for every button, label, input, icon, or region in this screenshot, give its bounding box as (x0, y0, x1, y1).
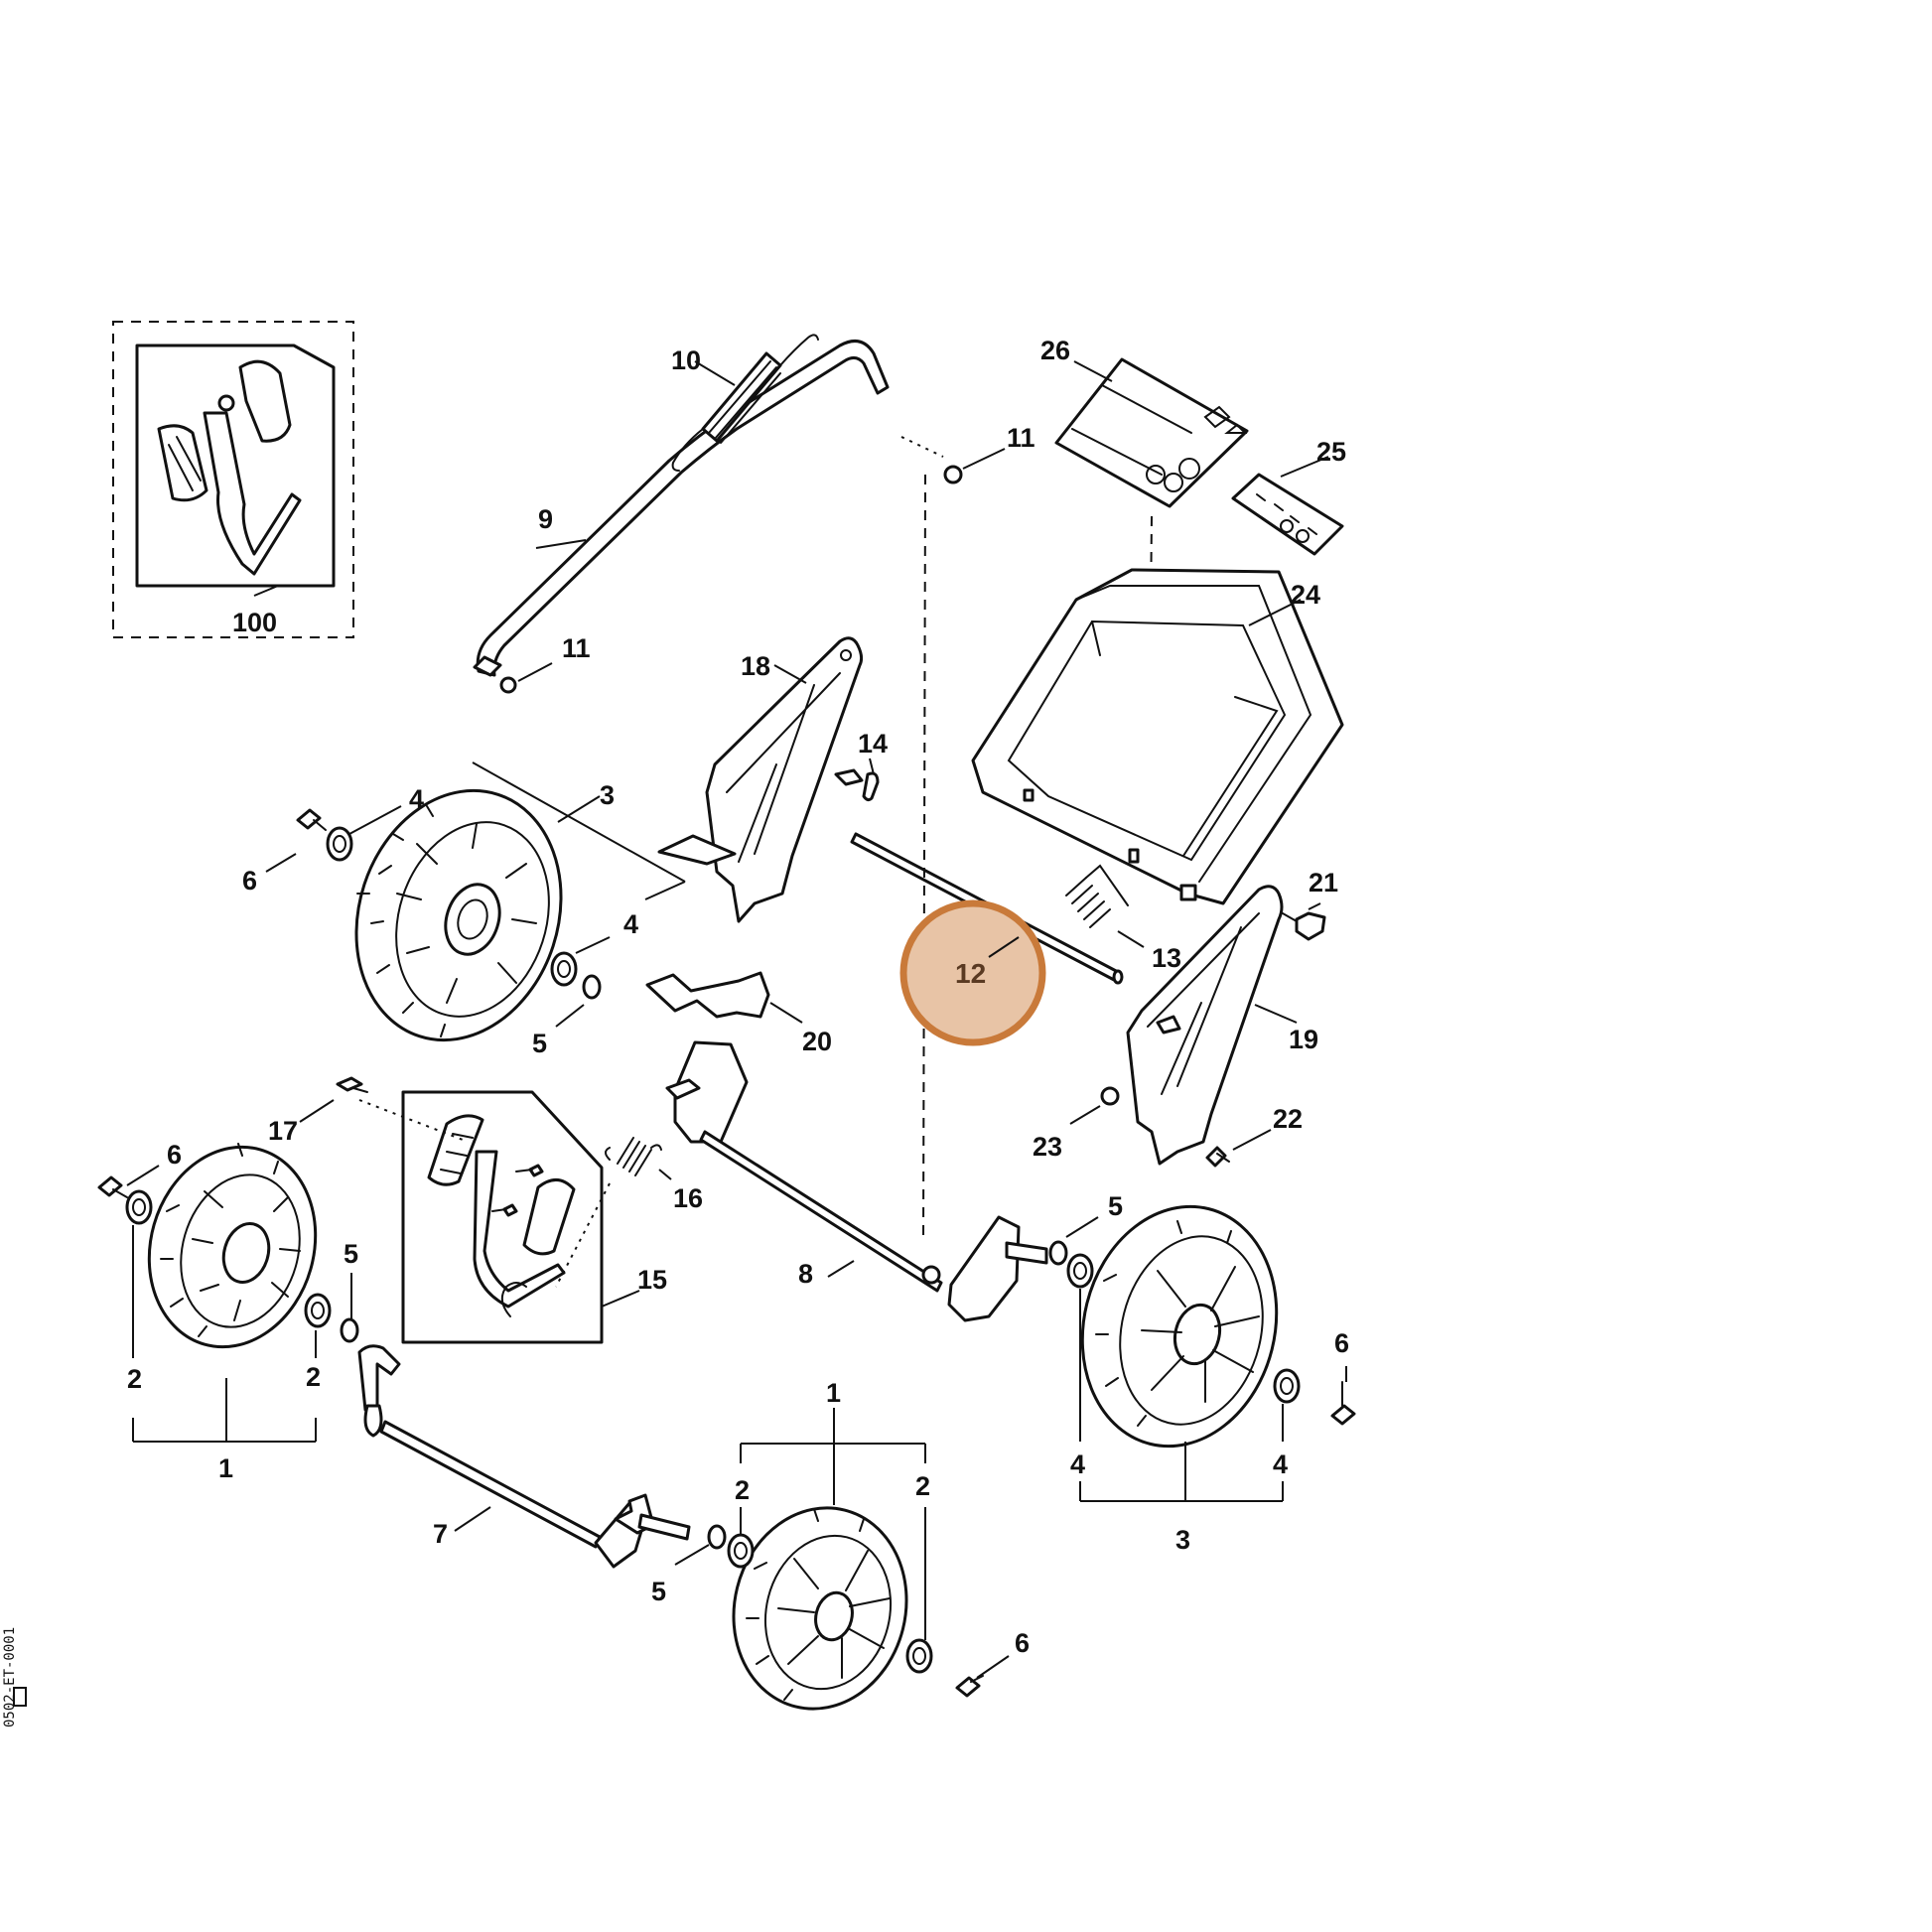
callout-6[interactable]: 6 (167, 1140, 182, 1170)
callout-6[interactable]: 6 (1015, 1628, 1030, 1658)
callout-2[interactable]: 2 (306, 1362, 321, 1392)
callout-18[interactable]: 18 (741, 651, 770, 681)
callout-7[interactable]: 7 (433, 1519, 448, 1549)
washer-5-left-rear (340, 1273, 359, 1343)
washer-5-left (555, 974, 602, 1028)
callout-8[interactable]: 8 (798, 1259, 813, 1289)
grass-catcher-24 (971, 515, 1344, 905)
side-plate-18 (657, 636, 864, 923)
callout-13[interactable]: 13 (1152, 943, 1181, 973)
callout-15[interactable]: 15 (637, 1265, 667, 1295)
callout-4[interactable]: 4 (1273, 1449, 1288, 1479)
callout-14[interactable]: 14 (858, 729, 888, 759)
callout-5[interactable]: 5 (532, 1029, 547, 1058)
bolt-22 (1205, 1129, 1272, 1168)
rod-12 (850, 474, 1124, 1242)
callout-2[interactable]: 2 (127, 1364, 142, 1394)
callout-16[interactable]: 16 (673, 1183, 703, 1213)
bushing-4-right-inner (1273, 1368, 1301, 1404)
callout-20[interactable]: 20 (802, 1027, 832, 1056)
bracket-20 (645, 971, 803, 1024)
axle-7 (357, 1344, 691, 1569)
callout-4[interactable]: 4 (623, 909, 638, 939)
wheel-1-left (147, 1143, 318, 1349)
callout-5[interactable]: 5 (651, 1577, 666, 1606)
callout-5[interactable]: 5 (344, 1239, 358, 1269)
bushing-4-right-outer (1066, 1253, 1094, 1289)
highlight-circle[interactable] (899, 899, 1046, 1046)
wheel-1-center (732, 1506, 908, 1711)
callout-labels: 10 26 11 25 9 24 100 11 18 14 4 3 6 4 21… (127, 336, 1349, 1658)
callout-22[interactable]: 22 (1273, 1104, 1303, 1134)
callout-100[interactable]: 100 (232, 608, 277, 637)
bracket-1-left (132, 1225, 317, 1443)
callout-1[interactable]: 1 (826, 1378, 841, 1408)
callout-17[interactable]: 17 (268, 1116, 298, 1146)
bushing-2-left-inner (304, 1293, 332, 1328)
callout-9[interactable]: 9 (538, 504, 553, 534)
axle-8 (665, 1040, 1048, 1322)
callout-3[interactable]: 3 (1175, 1525, 1190, 1555)
washer-5-center (674, 1524, 727, 1566)
spring-10 (671, 334, 819, 472)
bushing-2-center-outer (727, 1533, 755, 1569)
bushing-4-left-outer (326, 805, 402, 862)
bracket-1-center (740, 1408, 926, 1640)
callout-2[interactable]: 2 (915, 1471, 930, 1501)
bolt-6-right (1330, 1366, 1356, 1426)
callout-24[interactable]: 24 (1291, 580, 1320, 610)
bolt-6-left-rear (97, 1165, 160, 1198)
highlight-leader (988, 936, 1020, 958)
nut-11-left (499, 539, 587, 694)
callout-4[interactable]: 4 (1070, 1449, 1085, 1479)
bracket-3-right (1079, 1289, 1284, 1502)
callout-11[interactable]: 11 (1007, 423, 1035, 453)
bushing-2-left-outer (125, 1189, 153, 1225)
callout-12[interactable]: 12 (955, 958, 986, 989)
callout-10[interactable]: 10 (671, 345, 701, 375)
decal-26 (1054, 357, 1249, 508)
screw-17 (299, 1076, 368, 1123)
clip-14 (862, 758, 880, 802)
callout-4[interactable]: 4 (409, 784, 424, 814)
callout-25[interactable]: 25 (1316, 437, 1346, 467)
nut-11-top (900, 436, 1006, 484)
bolt-6-left (265, 808, 327, 873)
highlight-marker[interactable] (899, 899, 1046, 1046)
nut-23 (1069, 1086, 1120, 1125)
callout-23[interactable]: 23 (1033, 1132, 1062, 1162)
callout-1[interactable]: 1 (218, 1453, 233, 1483)
side-reference: 0502-ET-0001 (2, 1627, 27, 1727)
wheel-3-left (354, 761, 686, 1042)
side-code: 0502-ET-0001 (2, 1627, 18, 1727)
lever-kit-15 (358, 1090, 640, 1344)
callout-26[interactable]: 26 (1040, 336, 1070, 365)
kit-100-box (112, 321, 354, 638)
callout-3[interactable]: 3 (600, 780, 615, 810)
callout-5[interactable]: 5 (1108, 1191, 1123, 1221)
decal-25 (1231, 456, 1344, 556)
callout-21[interactable]: 21 (1309, 868, 1338, 897)
callout-6[interactable]: 6 (242, 866, 257, 896)
side-plate-19 (1126, 885, 1326, 1166)
callout-6[interactable]: 6 (1334, 1328, 1349, 1358)
washer-5-right (1048, 1216, 1099, 1266)
bolt-6-center (955, 1655, 1010, 1698)
spring-16 (605, 1137, 672, 1180)
wheel-3-right (1080, 1204, 1279, 1449)
handle-9 (473, 340, 890, 677)
callout-2[interactable]: 2 (735, 1475, 750, 1505)
callout-11[interactable]: 11 (562, 633, 591, 663)
bushing-2-center-inner (905, 1638, 933, 1674)
torsion-spring-13 (1065, 864, 1145, 948)
bushing-4-left-inner (550, 936, 611, 987)
callout-19[interactable]: 19 (1289, 1025, 1318, 1054)
